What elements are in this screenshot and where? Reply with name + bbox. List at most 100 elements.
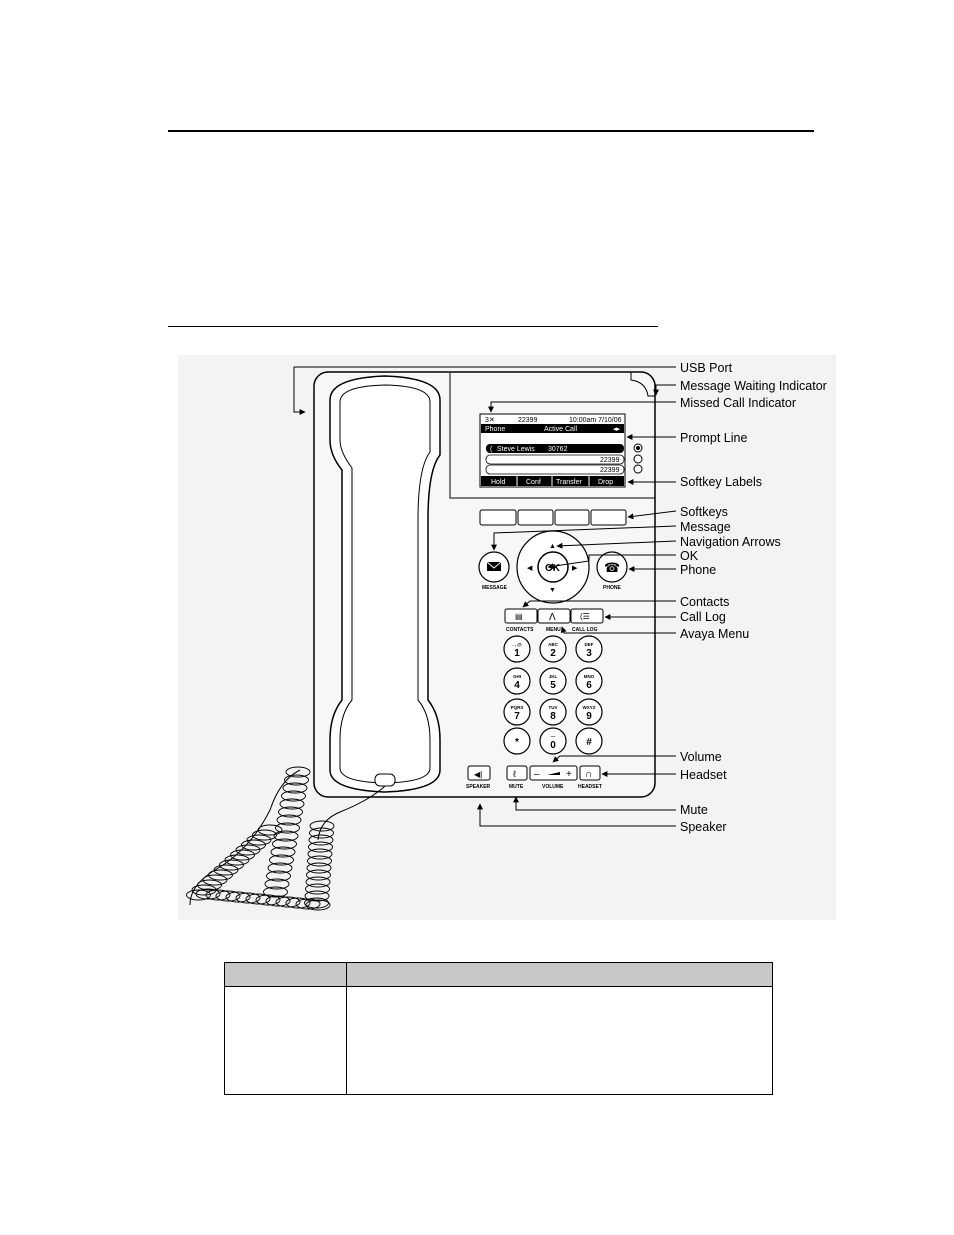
- cord-coil: [267, 862, 293, 874]
- key-6[interactable]: [575, 667, 603, 695]
- key-0[interactable]: [539, 727, 567, 755]
- mute-button[interactable]: [506, 765, 528, 781]
- cord-coil: [257, 824, 283, 836]
- cord-coil: [305, 876, 331, 888]
- message-button-label: MESSAGE: [482, 585, 508, 591]
- call-log-button[interactable]: [570, 608, 604, 624]
- key-letters: —: [551, 734, 556, 739]
- callout-message-waiting-indicator: Message Waiting Indicator: [680, 379, 827, 393]
- cord-coil: [285, 766, 311, 778]
- cord-coil: [305, 883, 330, 895]
- key-digit: 4: [514, 680, 520, 691]
- navigation-cluster: ▲ ▼ ◀ ▶ OK: [516, 530, 590, 604]
- cord-coil: [282, 782, 308, 794]
- status-icon: 3✕: [485, 417, 495, 424]
- cord-coil: [202, 874, 228, 886]
- section-rule: [168, 326, 658, 327]
- cord-coil: [309, 820, 335, 832]
- cord-coil: [275, 896, 301, 908]
- line-3-indicator: [633, 464, 643, 474]
- contacts-button[interactable]: [504, 608, 538, 624]
- key-3[interactable]: [575, 635, 603, 663]
- description-table: [224, 962, 773, 1095]
- nav-down-arrow-icon[interactable]: ▼: [549, 587, 556, 594]
- softkey-3[interactable]: [554, 509, 590, 526]
- speaker-label: SPEAKER: [466, 784, 491, 790]
- callout-navigation-arrows: Navigation Arrows: [680, 535, 781, 549]
- key-letters: TUV: [549, 705, 558, 710]
- cord-coil: [186, 889, 211, 901]
- contacts-label: CONTACTS: [506, 627, 534, 633]
- nav-up-arrow-icon[interactable]: ▲: [549, 543, 556, 550]
- key-digit: *: [515, 737, 519, 748]
- cord-coil: [269, 854, 294, 866]
- volume-down-icon[interactable]: –: [534, 769, 540, 780]
- callout-speaker: Speaker: [680, 820, 727, 834]
- table-header-row: [225, 963, 772, 987]
- line-appearance-2[interactable]: [485, 454, 625, 465]
- cord-coil: [213, 864, 239, 876]
- key-4[interactable]: [503, 667, 531, 695]
- line-2-indicator: [633, 454, 643, 464]
- key-digit: 6: [586, 680, 592, 691]
- nav-right-arrow-icon[interactable]: ▶: [572, 565, 578, 572]
- key-star[interactable]: [503, 727, 531, 755]
- ok-label: OK: [545, 563, 561, 574]
- cord-coil: [266, 870, 291, 882]
- nav-left-arrow-icon[interactable]: ◀: [527, 565, 533, 572]
- key-2[interactable]: [539, 635, 567, 663]
- cord-coil: [279, 798, 305, 810]
- key-8[interactable]: [539, 698, 567, 726]
- key-5[interactable]: [539, 667, 567, 695]
- cord-coil: [306, 869, 331, 881]
- speaker-icon: ◀|: [474, 770, 482, 779]
- speaker-button[interactable]: [467, 765, 491, 781]
- cord-coil: [308, 834, 334, 846]
- cord-coil: [205, 889, 231, 901]
- key-1[interactable]: [503, 635, 531, 663]
- softkeys[interactable]: [479, 509, 627, 526]
- callout-contacts: Contacts: [680, 595, 730, 609]
- key-letters: PQRS: [511, 705, 524, 710]
- display-screen: 3✕ 22399 10:00am 7/10/06 Phone Active Ca…: [479, 413, 626, 488]
- softkey-2[interactable]: [517, 509, 554, 526]
- headset-button[interactable]: [579, 765, 601, 781]
- line-1-number: 30762: [548, 446, 568, 453]
- key-pound[interactable]: [575, 727, 603, 755]
- phone-button[interactable]: [596, 551, 628, 583]
- callout-headset: Headset: [680, 768, 727, 782]
- handset-icon: (: [490, 446, 493, 453]
- callout-call-log: Call Log: [680, 610, 726, 624]
- cord-coil: [309, 827, 334, 839]
- cord-coil: [284, 774, 309, 786]
- key-9[interactable]: [575, 698, 603, 726]
- volume-up-icon[interactable]: +: [566, 769, 572, 780]
- cord-coil: [241, 839, 266, 851]
- softkey-1[interactable]: [479, 509, 517, 526]
- screen-header-center: Active Call: [544, 426, 578, 433]
- line-appearance-3[interactable]: [485, 464, 625, 475]
- cord-coil: [295, 898, 321, 910]
- line-appearance-1[interactable]: [486, 444, 624, 453]
- cord-coil: [219, 859, 244, 871]
- softkey-4[interactable]: [590, 509, 627, 526]
- volume-control[interactable]: [529, 765, 578, 781]
- key-letters: . , @: [512, 642, 522, 647]
- key-letters: WXYZ: [583, 705, 596, 710]
- cord-coil: [245, 893, 271, 905]
- callout-volume: Volume: [680, 750, 722, 764]
- phone-icon: ☎: [604, 560, 620, 575]
- softkey-label-drop: Drop: [598, 479, 613, 486]
- menu-button[interactable]: [537, 608, 571, 624]
- call-log-icon: (☰: [580, 612, 590, 621]
- cord-coil: [307, 855, 332, 867]
- cord-coil: [195, 888, 221, 900]
- envelope-icon: [487, 562, 501, 571]
- key-7[interactable]: [503, 698, 531, 726]
- mute-label: MUTE: [509, 784, 524, 790]
- headset-icon: ∩: [585, 769, 592, 780]
- key-letters: JKL: [549, 674, 558, 679]
- handset: [329, 375, 441, 793]
- cord-coil: [235, 892, 261, 904]
- key-digit: 7: [514, 711, 520, 722]
